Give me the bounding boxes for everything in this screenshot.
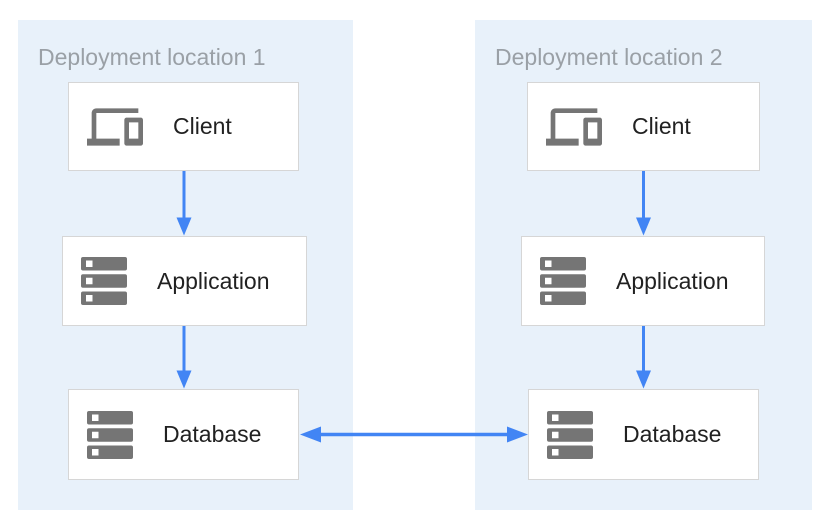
node-label: Database — [163, 421, 262, 447]
devices-icon — [546, 99, 602, 155]
node-client-2: Client — [527, 82, 760, 171]
node-client-1: Client — [68, 82, 299, 171]
node-application-2: Application — [521, 236, 765, 326]
server-stack-icon — [87, 410, 133, 459]
node-database-2: Database — [528, 389, 759, 480]
node-application-1: Application — [62, 236, 307, 326]
node-label: Database — [623, 421, 722, 447]
server-stack-icon — [81, 257, 127, 305]
deployment-zone-1: Deployment location 1 Client A — [18, 20, 353, 510]
server-stack-icon — [540, 257, 586, 305]
node-label: Client — [632, 113, 691, 139]
zone-2-title: Deployment location 2 — [495, 44, 723, 70]
devices-icon — [87, 99, 143, 155]
zone-1-title: Deployment location 1 — [38, 44, 266, 70]
node-label: Application — [157, 267, 270, 294]
node-database-1: Database — [68, 389, 299, 480]
server-stack-icon — [547, 410, 593, 459]
node-label: Client — [173, 113, 232, 139]
deployment-zone-2: Deployment location 2 Client A — [475, 20, 812, 510]
node-label: Application — [616, 267, 729, 294]
